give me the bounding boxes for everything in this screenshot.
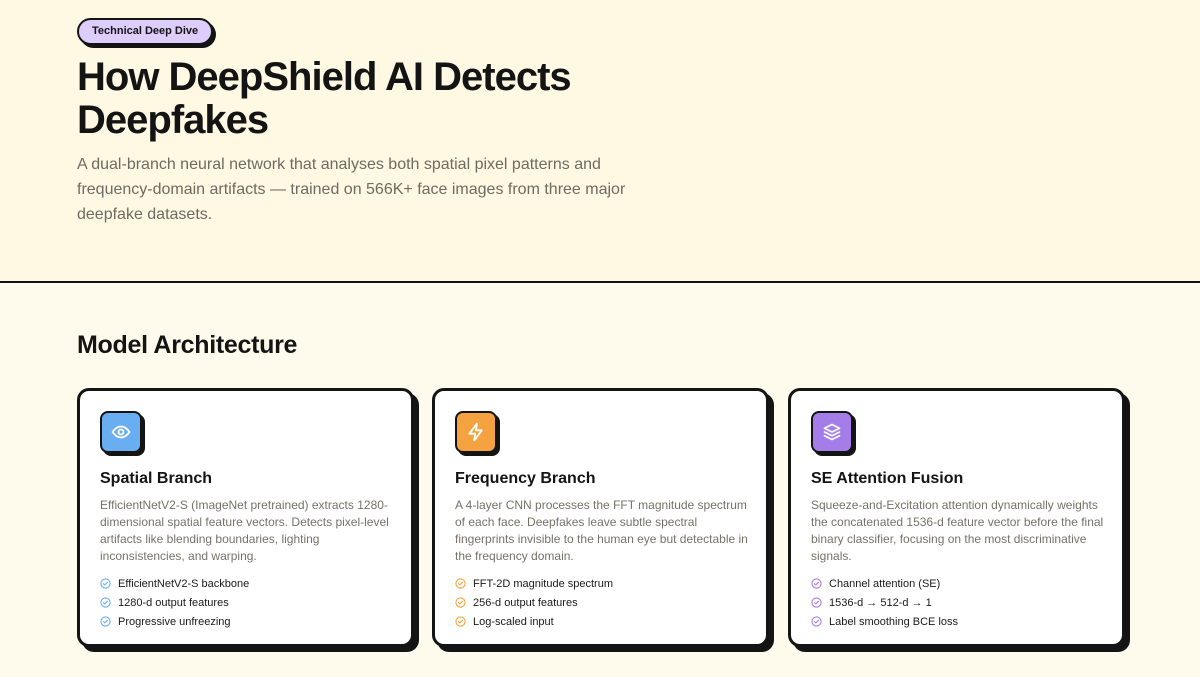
- lightning-icon: [455, 411, 497, 453]
- check-circle-icon: [100, 616, 111, 627]
- feature-item: Label smoothing BCE loss: [811, 612, 958, 631]
- card-title: Spatial Branch: [100, 470, 213, 487]
- feature-label: Progressive unfreezing: [118, 615, 231, 628]
- feature-list: EfficientNetV2-S backbone 1280-d output …: [100, 574, 249, 631]
- layers-icon: [811, 411, 853, 453]
- feature-label: FFT-2D magnitude spectrum: [473, 577, 613, 590]
- feature-list: Channel attention (SE) 1536-d → 512-d → …: [811, 574, 958, 631]
- card-se-attention-fusion: SE Attention Fusion Squeeze-and-Excitati…: [788, 388, 1125, 647]
- card-description: A 4-layer CNN processes the FFT magnitud…: [455, 498, 748, 563]
- feature-label: EfficientNetV2-S backbone: [118, 577, 250, 590]
- technical-deep-dive-badge: Technical Deep Dive: [77, 18, 214, 45]
- feature-item: EfficientNetV2-S backbone: [100, 574, 249, 593]
- hero-subtitle: A dual-branch neural network that analys…: [77, 156, 626, 223]
- feature-label: 256-d output features: [473, 596, 578, 609]
- check-circle-icon: [811, 597, 822, 608]
- feature-label: Label smoothing BCE loss: [829, 615, 959, 628]
- check-circle-icon: [455, 597, 466, 608]
- feature-item: Progressive unfreezing: [100, 612, 249, 631]
- feature-label: Log-scaled input: [473, 615, 554, 628]
- hero-section: Technical Deep Dive How DeepShield AI De…: [0, 0, 1200, 283]
- card-spatial-branch: Spatial Branch EfficientNetV2-S (ImageNe…: [77, 388, 414, 647]
- feature-item: 1536-d → 512-d → 1: [811, 593, 958, 612]
- card-description: Squeeze-and-Excitation attention dynamic…: [811, 498, 1104, 563]
- feature-item: 1280-d output features: [100, 593, 249, 612]
- check-circle-icon: [811, 578, 822, 589]
- check-circle-icon: [811, 616, 822, 627]
- check-circle-icon: [455, 616, 466, 627]
- check-circle-icon: [100, 578, 111, 589]
- card-frequency-branch: Frequency Branch A 4-layer CNN processes…: [432, 388, 769, 647]
- card-title: SE Attention Fusion: [811, 470, 964, 487]
- feature-list: FFT-2D magnitude spectrum 256-d output f…: [455, 574, 613, 631]
- feature-item: Log-scaled input: [455, 612, 613, 631]
- check-circle-icon: [455, 578, 466, 589]
- feature-label: Channel attention (SE): [829, 577, 941, 590]
- section-title-model-architecture: Model Architecture: [77, 331, 298, 359]
- feature-item: Channel attention (SE): [811, 574, 958, 593]
- card-title: Frequency Branch: [455, 470, 596, 487]
- feature-label: 1280-d output features: [118, 596, 229, 609]
- check-circle-icon: [100, 597, 111, 608]
- feature-label: 1536-d → 512-d → 1: [829, 596, 932, 609]
- feature-item: FFT-2D magnitude spectrum: [455, 574, 613, 593]
- eye-icon: [100, 411, 142, 453]
- page-title: How DeepShield AI Detects Deepfakes: [77, 55, 572, 142]
- card-description: EfficientNetV2-S (ImageNet pretrained) e…: [100, 498, 389, 563]
- feature-item: 256-d output features: [455, 593, 613, 612]
